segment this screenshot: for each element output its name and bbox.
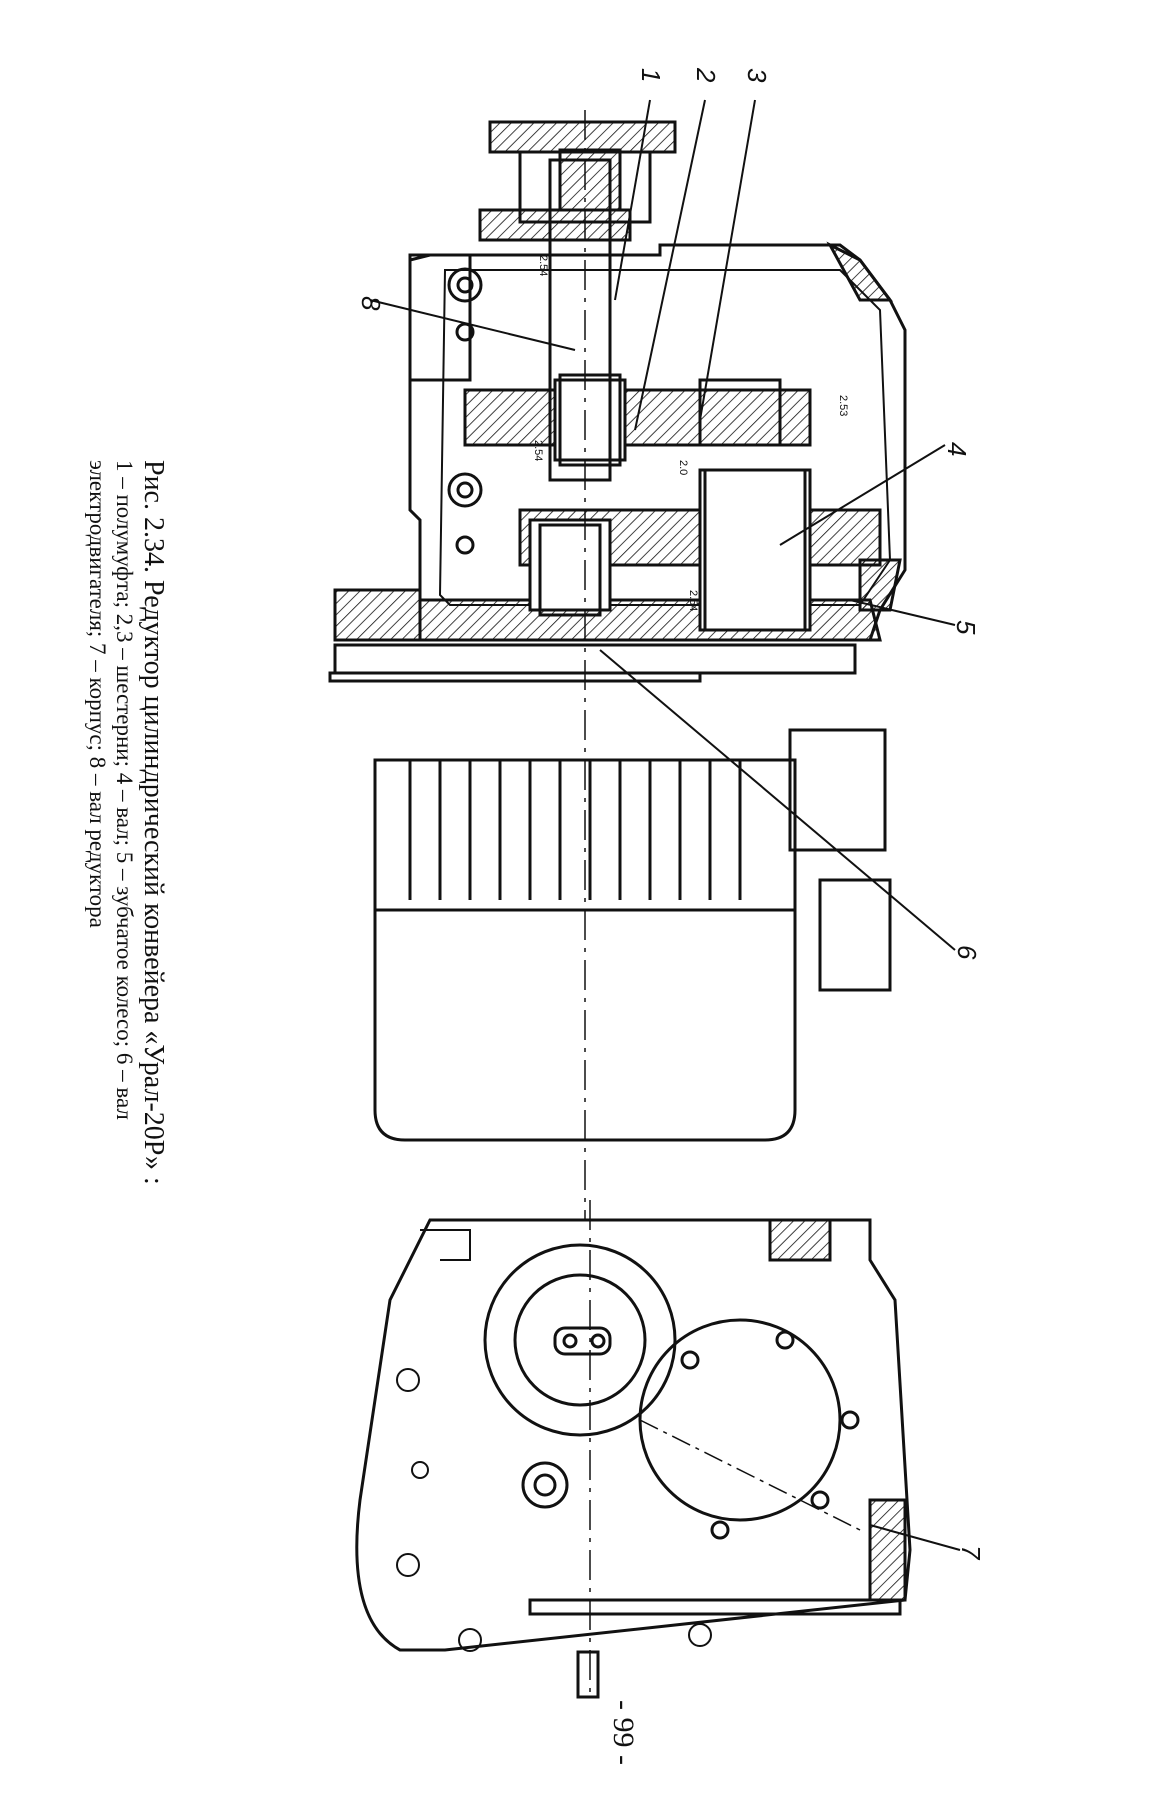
figure-caption: Рис. 2.34. Редуктор цилиндрический конве… — [84, 460, 169, 1440]
page-number: - 99 - — [607, 1700, 640, 1765]
callout-5: 5 — [951, 620, 981, 635]
mark-3: 2.54 — [532, 440, 544, 461]
caption-legend-line-1: 1 – полумуфта; 2,3 – шестерни; 4 – вал; … — [112, 460, 137, 1120]
mark-1: 2.54 — [537, 255, 549, 276]
callout-6: 6 — [952, 945, 982, 960]
callout-8: 8 — [356, 296, 386, 311]
callout-labels: 1 2 3 4 5 6 7 8 — [356, 67, 986, 1561]
callout-4: 4 — [942, 442, 972, 456]
mark-2: 2.53 — [837, 395, 849, 416]
caption-legend-line-2: электродвигателя; 7 – корпус; 8 – вал ре… — [85, 460, 110, 928]
callout-3: 3 — [742, 68, 772, 83]
section-view — [328, 110, 907, 1220]
mark-4: 2.0 — [677, 460, 689, 475]
callout-1: 1 — [636, 68, 666, 82]
end-view — [355, 1200, 912, 1700]
caption-title: Рис. 2.34. Редуктор цилиндрический конве… — [138, 460, 169, 1185]
callout-7: 7 — [956, 1545, 986, 1561]
callout-leaders — [369, 99, 961, 1551]
mark-5: 2.54 — [687, 590, 699, 611]
callout-2: 2 — [691, 67, 721, 83]
drawing-marks: 2.54 2.53 2.54 2.0 2.54 — [532, 255, 849, 611]
